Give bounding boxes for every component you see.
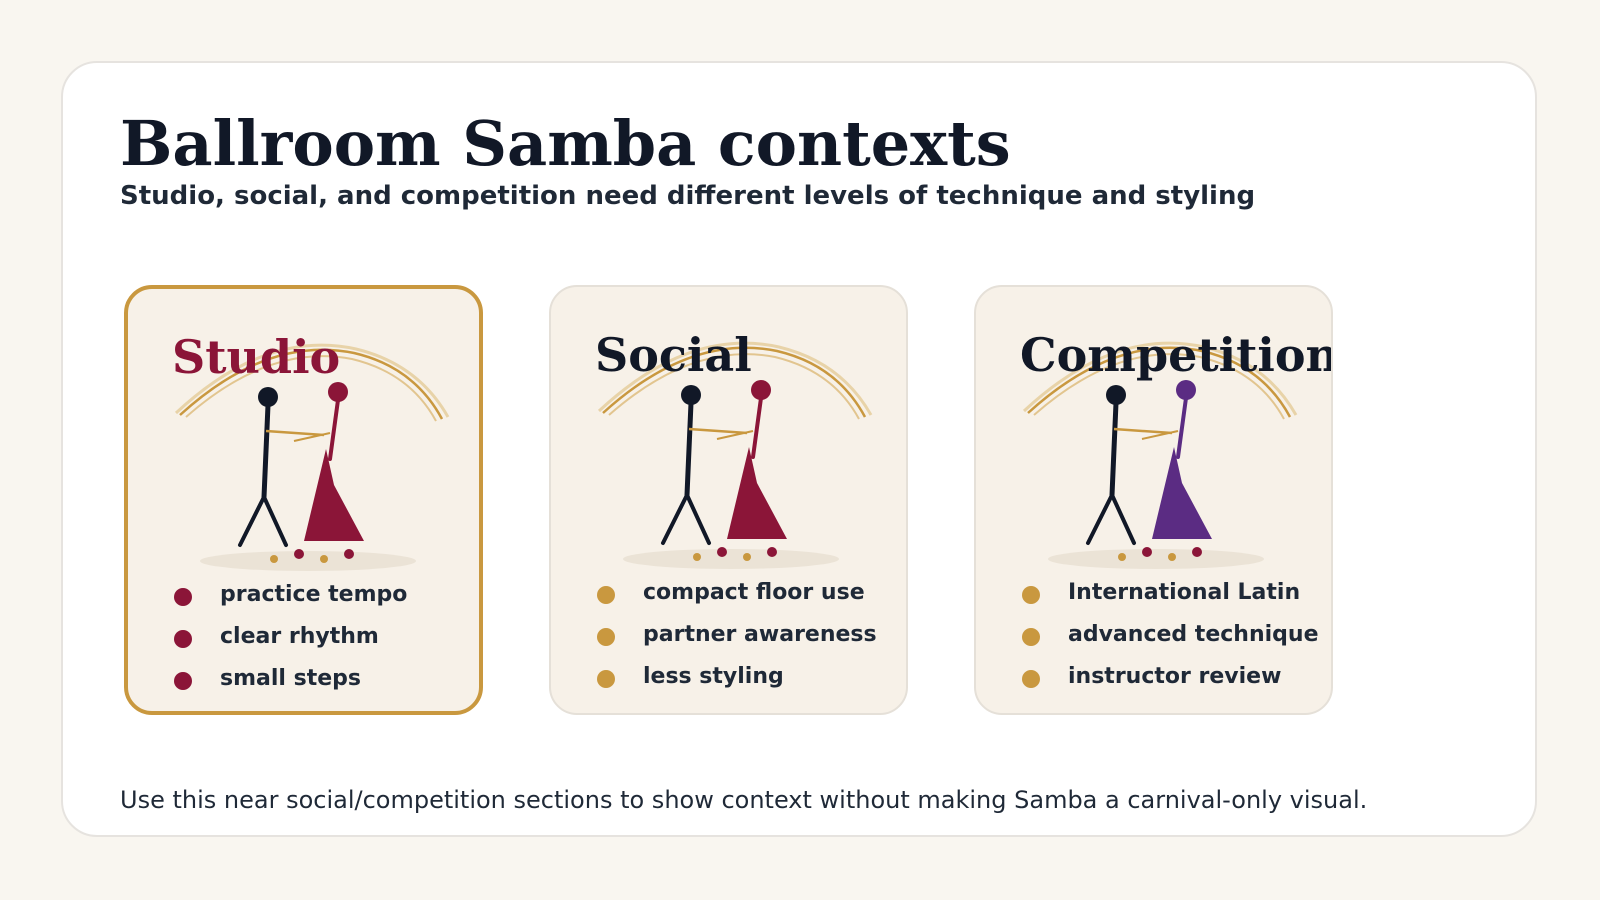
- dancing-couple-illustration: [1022, 341, 1298, 569]
- dancing-couple-illustration: [597, 341, 873, 569]
- lead-dancer-leg: [262, 495, 288, 547]
- card-title: Competition: [1020, 328, 1333, 382]
- spotlight-arc: [1027, 346, 1292, 418]
- dancer-arm: [265, 429, 325, 437]
- spotlight-arc: [602, 346, 867, 418]
- bullet-dot-icon: [1022, 628, 1040, 646]
- bullet-dot-icon: [1022, 586, 1040, 604]
- list-item: practice tempo: [168, 582, 407, 624]
- bullet-text: less styling: [643, 664, 784, 689]
- bullet-dot-icon: [597, 586, 615, 604]
- lead-dancer-body: [684, 400, 694, 498]
- list-item: advanced technique: [1016, 622, 1319, 664]
- bullet-list: International Latin advanced technique i…: [1016, 580, 1319, 706]
- partner-dancer-head: [328, 382, 348, 402]
- partner-dancer-dress: [1152, 447, 1212, 539]
- list-item: partner awareness: [591, 622, 877, 664]
- step-dot: [1192, 547, 1202, 557]
- spotlight-arc: [608, 353, 860, 420]
- lead-dancer-leg: [685, 493, 711, 545]
- step-dot: [1168, 553, 1176, 561]
- step-dot: [743, 553, 751, 561]
- partner-dancer-body: [1176, 396, 1188, 459]
- context-card-competition: Competition International Latin advanced…: [974, 285, 1333, 715]
- lead-dancer-head: [258, 387, 278, 407]
- floor-shadow: [623, 549, 839, 569]
- spotlight-arc: [1033, 353, 1285, 420]
- partner-dancer-head: [1176, 380, 1196, 400]
- dancer-arm: [1113, 427, 1173, 435]
- bullet-text: clear rhythm: [220, 624, 379, 649]
- partner-dancer-dress: [304, 449, 364, 541]
- lead-dancer-head: [681, 385, 701, 405]
- dancer-arm: [1141, 430, 1179, 440]
- partner-dancer-dress: [727, 447, 787, 539]
- dancing-couple-illustration: [174, 343, 450, 571]
- bullet-text: International Latin: [1068, 580, 1301, 605]
- step-dot: [294, 549, 304, 559]
- step-dot: [717, 547, 727, 557]
- lead-dancer-leg: [1110, 493, 1136, 545]
- list-item: compact floor use: [591, 580, 877, 622]
- dancer-arm: [293, 432, 331, 442]
- lead-dancer-head: [1106, 385, 1126, 405]
- spotlight-arc: [179, 348, 444, 420]
- step-dot: [767, 547, 777, 557]
- spotlight-arc: [185, 355, 437, 422]
- bullet-text: instructor review: [1068, 664, 1282, 689]
- step-dot: [1142, 547, 1152, 557]
- context-card-social: Social compact floor use partner awarene…: [549, 285, 908, 715]
- list-item: International Latin: [1016, 580, 1319, 622]
- bullet-text: small steps: [220, 666, 361, 691]
- spotlight-arc: [174, 343, 450, 418]
- bullet-dot-icon: [597, 628, 615, 646]
- page-subtitle: Studio, social, and competition need dif…: [120, 181, 1256, 211]
- dancer-arm: [716, 430, 754, 440]
- partner-dancer-body: [328, 398, 340, 461]
- bullet-text: practice tempo: [220, 582, 408, 607]
- bullet-list: compact floor use partner awareness less…: [591, 580, 877, 706]
- bullet-dot-icon: [1022, 670, 1040, 688]
- step-dot: [1118, 553, 1126, 561]
- partner-dancer-body: [751, 396, 763, 459]
- bullet-text: advanced technique: [1068, 622, 1319, 647]
- step-dot: [693, 553, 701, 561]
- bullet-dot-icon: [174, 630, 192, 648]
- dancer-arm: [688, 427, 748, 435]
- card-title: Studio: [172, 330, 341, 384]
- floor-shadow: [200, 551, 416, 571]
- list-item: instructor review: [1016, 664, 1319, 706]
- spotlight-arc: [597, 341, 873, 416]
- page-title: Ballroom Samba contexts: [120, 107, 1011, 180]
- lead-dancer-body: [1109, 400, 1119, 498]
- spotlight-arc: [1022, 341, 1298, 416]
- context-card-studio: Studio practice tempo clear rhythm small…: [124, 285, 483, 715]
- list-item: less styling: [591, 664, 877, 706]
- step-dot: [320, 555, 328, 563]
- lead-dancer-leg: [1086, 493, 1114, 545]
- bullet-dot-icon: [597, 670, 615, 688]
- footer-note: Use this near social/competition section…: [120, 786, 1368, 814]
- lead-dancer-body: [261, 402, 271, 500]
- step-dot: [344, 549, 354, 559]
- step-dot: [270, 555, 278, 563]
- lead-dancer-leg: [661, 493, 689, 545]
- card-title: Social: [595, 328, 752, 382]
- partner-dancer-head: [751, 380, 771, 400]
- list-item: small steps: [168, 666, 407, 708]
- list-item: clear rhythm: [168, 624, 407, 666]
- bullet-dot-icon: [174, 588, 192, 606]
- lead-dancer-leg: [238, 495, 266, 547]
- bullet-dot-icon: [174, 672, 192, 690]
- floor-shadow: [1048, 549, 1264, 569]
- bullet-text: partner awareness: [643, 622, 877, 647]
- bullet-list: practice tempo clear rhythm small steps: [168, 582, 407, 708]
- bullet-text: compact floor use: [643, 580, 865, 605]
